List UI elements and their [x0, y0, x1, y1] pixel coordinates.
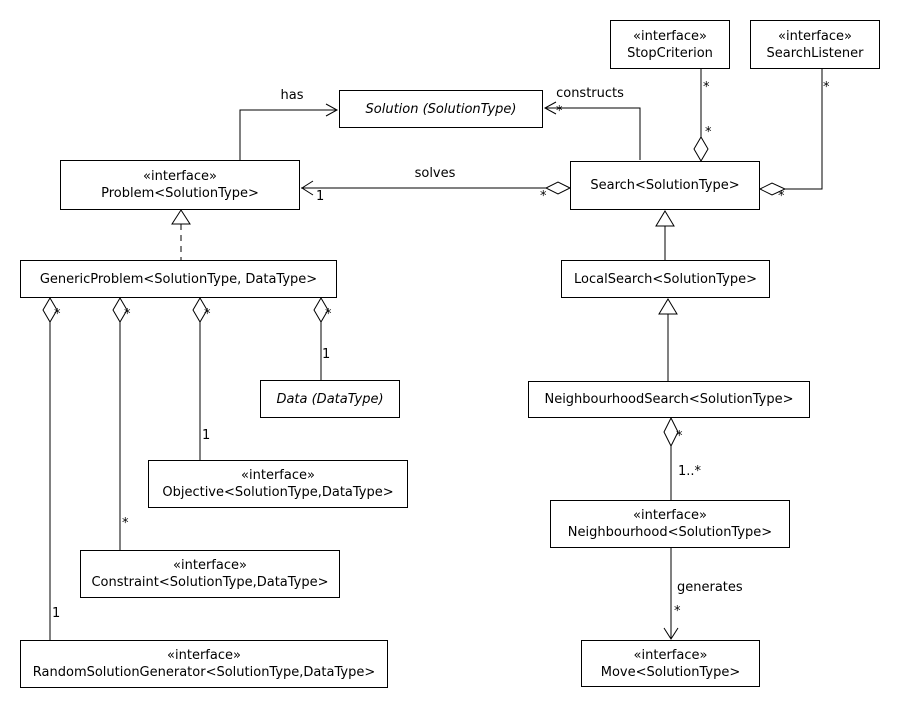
- edge-generates-association: [663, 548, 679, 640]
- class-box-neighbourhood: «interface» Neighbourhood<SolutionType>: [550, 500, 790, 548]
- edge-solves-aggregation: [301, 180, 572, 196]
- class-box-stopcriterion: «interface» StopCriterion: [610, 20, 730, 69]
- class-name: Constraint<SolutionType,DataType>: [91, 575, 329, 590]
- class-name: Problem<SolutionType>: [101, 186, 259, 201]
- class-box-data: Data (DataType): [260, 380, 400, 418]
- class-box-search: Search<SolutionType>: [570, 161, 760, 210]
- class-name: LocalSearch<SolutionType>: [574, 271, 757, 287]
- stereotype-label: «interface»: [173, 558, 247, 573]
- class-box-searchlistener: «interface» SearchListener: [750, 20, 880, 69]
- class-name: Solution (SolutionType): [365, 101, 517, 117]
- stereotype-label: «interface»: [167, 648, 241, 663]
- class-name: Neighbourhood<SolutionType>: [567, 525, 773, 540]
- edge-localsearch-generalization: [655, 210, 675, 260]
- edge-search-searchlistener-aggregation: [758, 69, 823, 196]
- edge-neighbourhoodsearch-generalization: [658, 298, 678, 381]
- class-name: RandomSolutionGenerator<SolutionType,Dat…: [32, 665, 376, 680]
- generalization-triangle: [655, 210, 675, 227]
- multiplicity-solves-search: *: [540, 189, 547, 204]
- class-name: NeighbourhoodSearch<SolutionType>: [544, 392, 794, 407]
- multiplicity-gp-constraint-diamond: *: [124, 307, 131, 322]
- edge-label-has: has: [280, 88, 304, 103]
- aggregation-diamond: [693, 136, 709, 162]
- edge-label-constructs: constructs: [556, 86, 624, 101]
- class-name: GenericProblem<SolutionType, DataType>: [39, 271, 318, 287]
- class-box-problem: «interface» Problem<SolutionType>: [60, 160, 300, 210]
- class-box-randomsolutiongenerator: «interface» RandomSolutionGenerator<Solu…: [20, 640, 388, 688]
- edge-constructs-association: [543, 101, 641, 160]
- class-box-move: «interface» Move<SolutionType>: [581, 640, 760, 687]
- multiplicity-gp-data-end: 1: [322, 347, 331, 362]
- aggregation-diamond: [758, 182, 787, 196]
- generalization-triangle: [658, 298, 678, 315]
- stereotype-label: «interface»: [241, 468, 315, 483]
- class-box-solution: Solution (SolutionType): [339, 90, 543, 128]
- stereotype-label: «interface»: [143, 169, 217, 184]
- class-box-objective: «interface» Objective<SolutionType,DataT…: [148, 460, 408, 508]
- multiplicity-stopcriterion-diamond: *: [705, 125, 712, 140]
- edge-label-solves: solves: [414, 166, 456, 181]
- edge-has-association: [239, 103, 339, 160]
- edge-gp-data-aggregation: [313, 297, 329, 380]
- class-name: Search<SolutionType>: [590, 178, 740, 193]
- class-name: Objective<SolutionType,DataType>: [162, 485, 394, 500]
- aggregation-diamond: [544, 181, 572, 195]
- edge-gp-objective-aggregation: [192, 297, 208, 460]
- multiplicity-ns-neighbourhood-end: 1..*: [678, 464, 702, 479]
- stereotype-label: «interface»: [633, 508, 707, 523]
- class-name: Move<SolutionType>: [600, 664, 741, 680]
- edge-gp-randomgenerator-aggregation: [42, 297, 58, 640]
- multiplicity-searchlistener-diamond: *: [778, 189, 785, 204]
- multiplicity-solves-problem: 1: [316, 189, 325, 204]
- class-name: Data (DataType): [276, 391, 384, 407]
- multiplicity-gp-objective-diamond: *: [204, 307, 211, 322]
- edge-label-generates: generates: [677, 580, 743, 595]
- edge-genericproblem-realization: [171, 209, 191, 260]
- stereotype-label: «interface»: [633, 28, 707, 44]
- stereotype-label: «interface»: [633, 647, 708, 663]
- multiplicity-constructs-solution: *: [556, 104, 563, 119]
- multiplicity-generates-move: *: [674, 604, 681, 619]
- multiplicity-gp-randomgenerator-diamond: *: [54, 307, 61, 322]
- class-box-neighbourhoodsearch: NeighbourhoodSearch<SolutionType>: [528, 381, 810, 418]
- multiplicity-gp-constraint-end: *: [122, 516, 129, 531]
- multiplicity-searchlistener-top: *: [823, 80, 830, 95]
- edge-ns-neighbourhood-aggregation: [663, 416, 679, 500]
- stereotype-label: «interface»: [778, 28, 852, 44]
- class-box-constraint: «interface» Constraint<SolutionType,Data…: [80, 550, 340, 598]
- multiplicity-gp-objective-end: 1: [202, 428, 211, 443]
- multiplicity-stopcriterion-top: *: [703, 80, 710, 95]
- class-box-genericproblem: GenericProblem<SolutionType, DataType>: [20, 260, 337, 298]
- multiplicity-ns-neighbourhood-diamond: *: [676, 429, 683, 444]
- edge-gp-constraint-aggregation: [112, 297, 128, 550]
- class-name: StopCriterion: [627, 45, 713, 61]
- multiplicity-gp-randomgenerator-end: 1: [52, 606, 61, 621]
- class-box-localsearch: LocalSearch<SolutionType>: [561, 260, 770, 298]
- multiplicity-gp-data-diamond: *: [325, 307, 332, 322]
- realization-triangle: [171, 209, 191, 225]
- class-name: SearchListener: [766, 45, 864, 61]
